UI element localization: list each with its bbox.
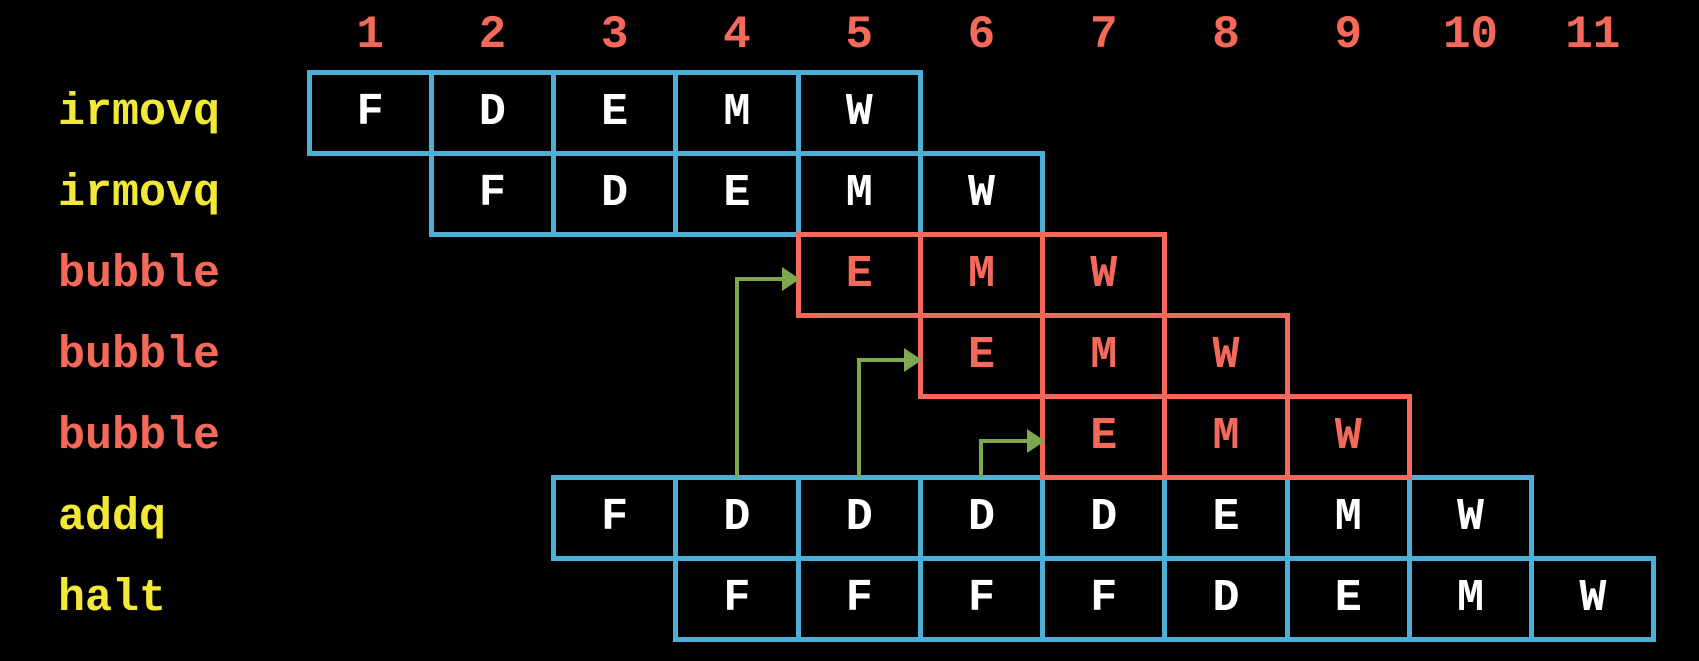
stage-divider	[1284, 398, 1290, 475]
stage-letter: E	[723, 168, 751, 219]
stage-divider	[917, 479, 923, 556]
stage-divider	[1162, 398, 1168, 475]
stage-letter: D	[1090, 492, 1118, 543]
stage-letter: W	[1090, 249, 1118, 300]
stage-letter: D	[1212, 573, 1240, 624]
cycle-label: 2	[478, 9, 507, 61]
stage-letter: M	[845, 168, 873, 219]
stage-divider	[1284, 560, 1290, 637]
cycle-label: 4	[723, 9, 751, 61]
stall-arrow-head-icon	[1026, 428, 1045, 453]
stage-divider	[1406, 479, 1412, 556]
stage-letter: M	[1090, 330, 1118, 381]
stall-arrow-line	[857, 357, 907, 362]
cycle-label: 6	[967, 9, 996, 61]
stage-divider	[673, 74, 679, 151]
cycle-label: 5	[845, 9, 874, 61]
stage-divider	[551, 155, 557, 232]
stage-divider	[917, 236, 923, 313]
stage-divider	[551, 74, 557, 151]
cycle-label: 1	[356, 9, 384, 61]
stage-divider	[1529, 560, 1535, 637]
stage-divider	[673, 155, 679, 232]
stage-letter: F	[1090, 573, 1118, 624]
stage-divider	[1040, 317, 1046, 394]
instruction-label: irmovq	[58, 168, 221, 219]
instruction-label: bubble	[58, 249, 221, 300]
stall-arrow-line	[734, 276, 785, 281]
stall-arrow-head-icon	[782, 266, 801, 291]
cycle-label: 9	[1334, 9, 1363, 61]
stage-divider	[795, 479, 801, 556]
stage-letter: W	[1457, 492, 1485, 543]
stage-letter: M	[1334, 492, 1362, 543]
pipeline-stage-box	[428, 150, 1046, 237]
stage-letter: E	[845, 249, 873, 300]
stage-divider	[795, 560, 801, 637]
stage-divider	[1162, 479, 1168, 556]
instruction-label: irmovq	[58, 87, 221, 138]
stall-arrow-line	[857, 357, 862, 477]
cycle-label: 8	[1212, 9, 1240, 61]
stage-divider	[1162, 317, 1168, 394]
instruction-label: addq	[58, 492, 167, 543]
stage-letter: M	[1212, 411, 1240, 462]
stage-divider	[673, 479, 679, 556]
instruction-label: bubble	[58, 411, 221, 462]
instruction-label: bubble	[58, 330, 221, 381]
stage-divider	[1162, 560, 1168, 637]
stage-letter: F	[356, 87, 384, 138]
stage-letter: E	[967, 330, 995, 381]
stall-arrow-line	[979, 438, 1029, 443]
stage-letter: M	[723, 87, 751, 138]
stage-letter: W	[1579, 573, 1607, 624]
stage-divider	[917, 155, 923, 232]
stall-arrow-line	[734, 276, 739, 477]
stage-letter: W	[967, 168, 995, 219]
stage-letter: W	[1212, 330, 1240, 381]
stage-divider	[1040, 479, 1046, 556]
stall-arrow-line	[979, 438, 984, 477]
stage-letter: W	[845, 87, 873, 138]
stage-divider	[1406, 560, 1412, 637]
stage-letter: E	[1212, 492, 1240, 543]
stage-letter: W	[1334, 411, 1362, 462]
stage-divider	[795, 74, 801, 151]
stage-divider	[428, 74, 434, 151]
stall-arrow-head-icon	[904, 347, 923, 372]
cycle-label: 3	[600, 9, 629, 61]
stage-letter: F	[601, 492, 629, 543]
stage-letter: M	[1457, 573, 1485, 624]
stage-divider	[917, 560, 923, 637]
cycle-label: 11	[1565, 9, 1621, 61]
stage-letter: E	[1334, 573, 1362, 624]
stage-letter: E	[601, 87, 629, 138]
stage-divider	[1040, 236, 1046, 313]
cycle-label: 7	[1089, 9, 1118, 61]
stage-divider	[1040, 560, 1046, 637]
instruction-label: halt	[58, 573, 167, 624]
stage-letter: F	[478, 168, 506, 219]
stage-divider	[1284, 479, 1290, 556]
stage-letter: D	[478, 87, 506, 138]
stage-letter: D	[845, 492, 873, 543]
cycle-label: 10	[1442, 9, 1499, 61]
pipeline-stage-box	[673, 555, 1657, 642]
stage-letter: F	[967, 573, 995, 624]
stage-letter: F	[845, 573, 873, 624]
stage-letter: M	[967, 249, 995, 300]
stage-letter: D	[723, 492, 751, 543]
stage-letter: D	[601, 168, 629, 219]
stage-letter: E	[1090, 411, 1118, 462]
stage-divider	[795, 155, 801, 232]
stage-letter: F	[723, 573, 751, 624]
stage-letter: D	[967, 492, 995, 543]
